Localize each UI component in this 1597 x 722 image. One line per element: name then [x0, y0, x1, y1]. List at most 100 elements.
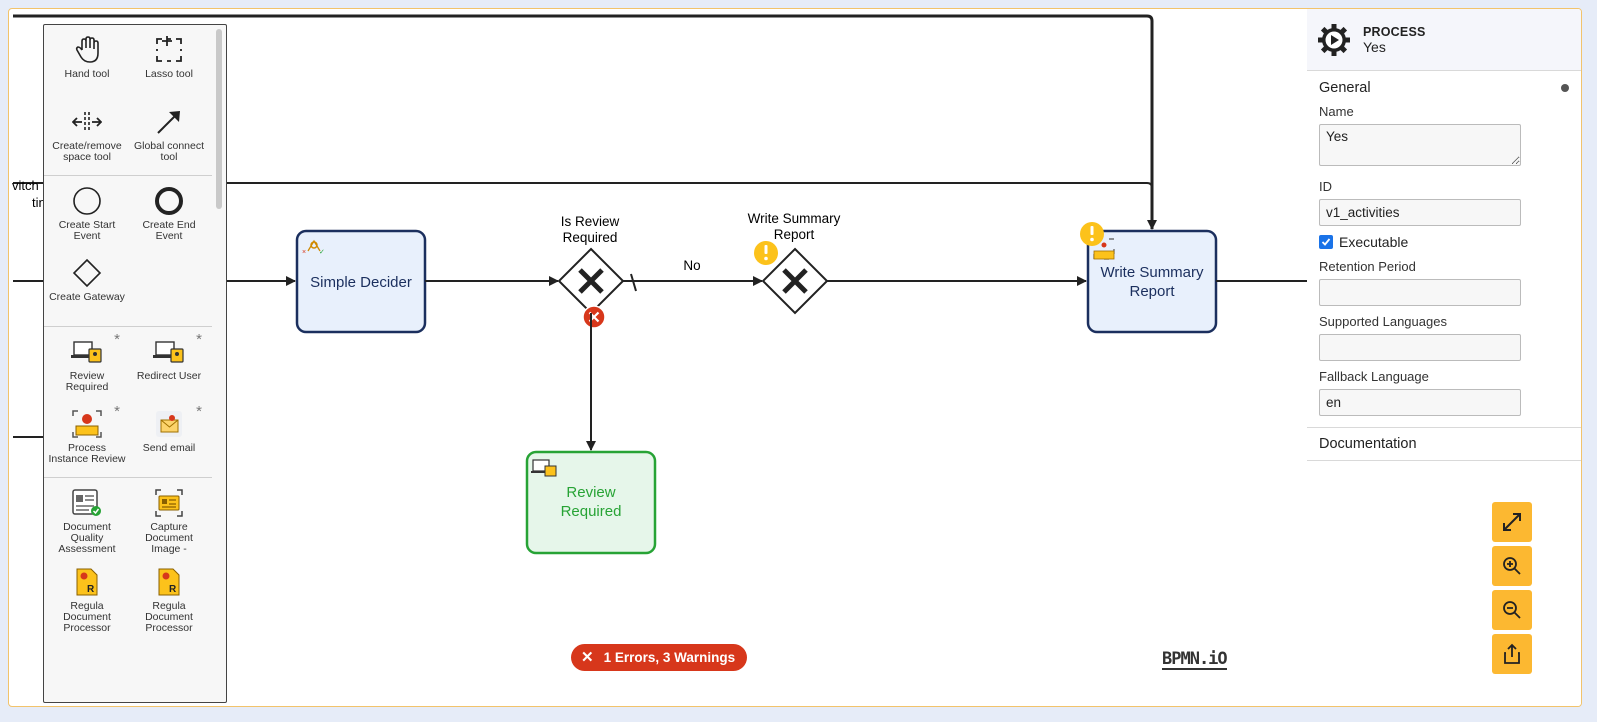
lint-status-button[interactable]: ✕ 1 Errors, 3 Warnings	[571, 644, 748, 671]
share-icon	[1504, 643, 1520, 664]
lasso-tool[interactable]: Lasso tool	[128, 27, 210, 99]
sequence-flow-top[interactable]	[13, 14, 1157, 230]
name-field[interactable]	[1319, 124, 1521, 166]
export-button[interactable]	[1492, 634, 1532, 674]
palette-group-events: Create Start Event Create End Event Crea…	[44, 176, 212, 327]
gateway-label: Required	[563, 230, 618, 245]
favorite-star[interactable]: *	[196, 403, 202, 420]
palette-item-label: Regula Document Processor	[145, 600, 193, 634]
document-quality-item[interactable]: Document Quality Assessment	[46, 480, 128, 559]
laptop-user-icon	[128, 335, 210, 369]
fallback-label: Fallback Language	[1319, 369, 1429, 384]
task-label: Simple Decider	[310, 274, 412, 291]
tool-palette: Hand tool Lasso tool Create/remove space…	[43, 24, 227, 703]
palette-item-label: Process Instance Review	[48, 442, 126, 465]
supported-languages-field[interactable]	[1319, 334, 1521, 361]
gateway-icon	[46, 256, 128, 290]
id-field[interactable]	[1319, 199, 1521, 226]
partial-element-label: vitch	[12, 178, 39, 193]
create-gateway[interactable]: Create Gateway	[46, 250, 128, 322]
gateway-label: Report	[774, 227, 815, 242]
create-end-event[interactable]: Create End Event	[128, 178, 210, 250]
task-label: Report	[1129, 283, 1175, 300]
sequence-flow-upper[interactable]	[13, 182, 1153, 189]
palette-item-label: Capture Document Image -	[145, 521, 193, 555]
palette-item-label: Create Start Event	[58, 219, 116, 242]
palette-group-tools: Hand tool Lasso tool Create/remove space…	[44, 25, 212, 176]
retention-period-field[interactable]	[1319, 279, 1521, 306]
exclusive-gateway-review[interactable]	[557, 247, 625, 315]
capture-document-item[interactable]: Capture Document Image -	[128, 480, 210, 559]
element-name: Yes	[1363, 38, 1386, 55]
email-icon	[128, 407, 210, 441]
start-event-icon	[46, 184, 128, 218]
palette-scrollbar[interactable]	[216, 29, 222, 209]
documentation-group-title: Documentation	[1319, 436, 1417, 452]
default-flow-marker	[630, 273, 637, 292]
element-type: PROCESS	[1363, 24, 1426, 39]
error-icon: ✕	[581, 649, 594, 666]
id-label: ID	[1319, 179, 1332, 194]
create-start-event[interactable]: Create Start Event	[46, 178, 128, 250]
laptop-user-icon	[531, 459, 557, 477]
executable-checkbox-row[interactable]: Executable	[1307, 234, 1581, 250]
favorite-star[interactable]: *	[114, 403, 120, 420]
executable-label: Executable	[1339, 234, 1409, 250]
warning-icon[interactable]	[1080, 222, 1104, 246]
regula-document-icon: R	[46, 565, 128, 599]
palette-item-label: Redirect User	[136, 370, 202, 382]
fit-viewport-button[interactable]	[1492, 502, 1532, 542]
palette-item-label: Hand tool	[64, 68, 110, 80]
properties-panel: PROCESS Yes General Name ID Executable R…	[1307, 9, 1581, 706]
process-instance-review-item[interactable]: * Process Instance Review	[46, 401, 128, 473]
lint-status-text: 1 Errors, 3 Warnings	[603, 650, 736, 665]
regula-document-item[interactable]: R Regula Document Processor	[46, 559, 128, 638]
svg-text:R: R	[87, 584, 95, 595]
task-write-summary-report[interactable]: Write Summary Report	[1086, 229, 1218, 334]
retention-field-group: Retention Period	[1307, 259, 1581, 306]
svg-text:✓: ✓	[319, 249, 325, 256]
laptop-user-icon	[46, 335, 128, 369]
connect-arrow-icon	[128, 105, 210, 139]
expand-icon	[1503, 513, 1521, 531]
palette-item-label: Document Quality Assessment	[58, 521, 116, 555]
end-event-icon	[128, 184, 210, 218]
gateway-label: Is Review	[561, 214, 620, 229]
exclusive-gateway-summary[interactable]	[761, 247, 829, 315]
divider	[1307, 427, 1581, 428]
send-email-item[interactable]: * Send email	[128, 401, 210, 473]
general-group-title: General	[1319, 80, 1371, 96]
gateway-label: Write Summary	[748, 211, 841, 226]
palette-item-label: Regula Document Processor	[63, 600, 111, 634]
properties-header: PROCESS Yes	[1307, 9, 1581, 71]
general-group-header[interactable]: General	[1307, 72, 1581, 104]
fallback-language-field[interactable]	[1319, 389, 1521, 416]
svg-text:×: ×	[302, 249, 306, 256]
retention-label: Retention Period	[1319, 259, 1416, 274]
group-indicator-dot	[1561, 84, 1569, 92]
task-simple-decider[interactable]: × ✓ Simple Decider	[295, 229, 427, 334]
palette-group-documents: Document Quality Assessment Capture Docu…	[44, 478, 212, 642]
hand-tool[interactable]: Hand tool	[46, 27, 128, 99]
task-review-required[interactable]: Review Required	[525, 450, 657, 555]
regula-document-item-2[interactable]: R Regula Document Processor	[128, 559, 210, 638]
warning-icon[interactable]	[754, 241, 778, 265]
name-field-group: Name	[1307, 104, 1581, 171]
palette-item-label: Global connect tool	[133, 140, 205, 163]
document-quality-icon	[46, 486, 128, 520]
executable-checkbox[interactable]	[1319, 235, 1333, 249]
favorite-star[interactable]: *	[196, 331, 202, 348]
review-required-item[interactable]: * Review Required	[46, 329, 128, 401]
capture-document-icon	[128, 486, 210, 520]
bpmn-io-logo[interactable]: BPMN.iO	[1162, 649, 1228, 670]
space-tool[interactable]: Create/remove space tool	[46, 99, 128, 171]
zoom-in-button[interactable]	[1492, 546, 1532, 586]
favorite-star[interactable]: *	[114, 331, 120, 348]
zoom-out-button[interactable]	[1492, 590, 1532, 630]
global-connect-tool[interactable]: Global connect tool	[128, 99, 210, 171]
redirect-user-item[interactable]: * Redirect User	[128, 329, 210, 401]
diagram-canvas[interactable]: vitch tin × ✓ Simple Decider Is Review R…	[9, 9, 1582, 707]
documentation-group-header[interactable]: Documentation	[1307, 428, 1581, 460]
error-icon[interactable]	[582, 305, 606, 329]
palette-item-label: Review Required	[65, 370, 109, 393]
